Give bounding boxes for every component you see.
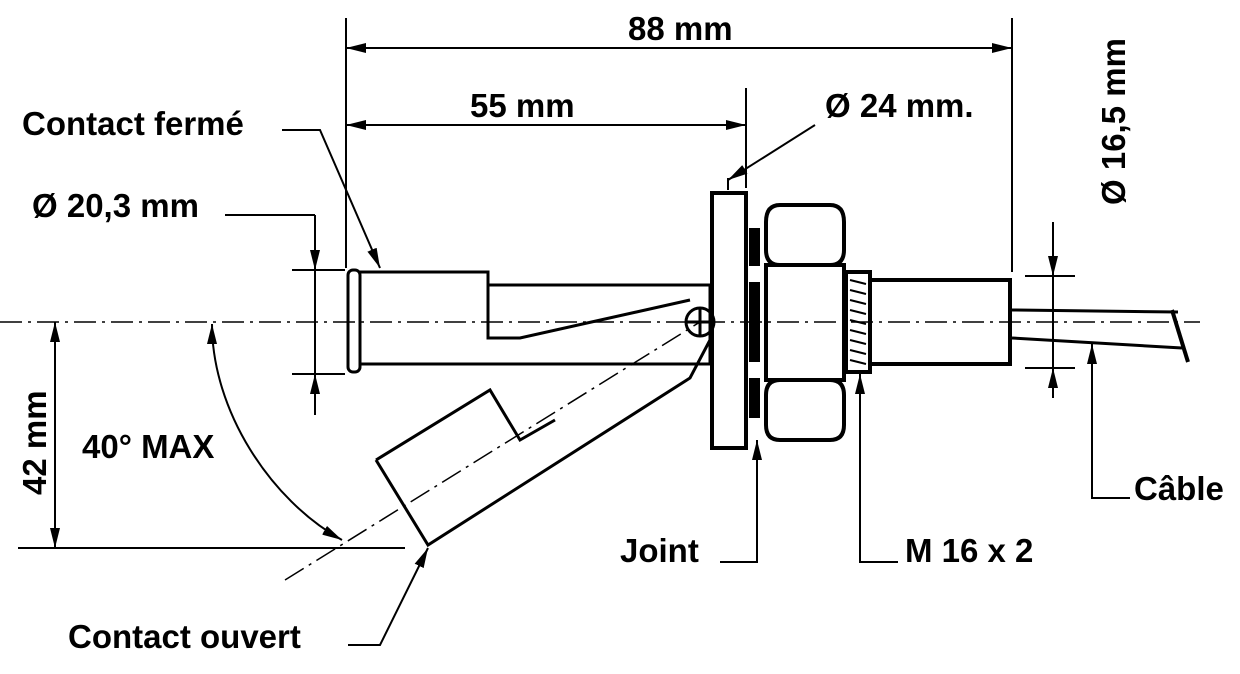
label-float-diameter: Ø 20,3 mm (32, 187, 199, 224)
label-contact-open: Contact ouvert (68, 618, 301, 655)
gasket (749, 228, 760, 418)
angle-arc (207, 323, 343, 541)
label-cable: Câble (1134, 470, 1224, 507)
closed-float (346, 268, 712, 374)
label-contact-closed: Contact fermé (22, 105, 244, 142)
label-42mm: 42 mm (16, 390, 53, 495)
leader-lines (282, 124, 1130, 646)
label-gasket: Joint (620, 532, 699, 569)
threaded-body (844, 270, 1012, 374)
cable (1011, 308, 1190, 363)
label-88mm: 88 mm (628, 10, 733, 47)
label-55mm: 55 mm (470, 87, 575, 124)
label-thread: M 16 x 2 (905, 532, 1033, 569)
label-body-diameter: Ø 16,5 mm (1095, 38, 1132, 205)
label-flange-diameter: Ø 24 mm. (825, 87, 974, 124)
open-float (374, 339, 712, 548)
flange (710, 191, 748, 450)
label-angle: 40° MAX (82, 428, 214, 465)
pivot-icon (684, 306, 716, 338)
